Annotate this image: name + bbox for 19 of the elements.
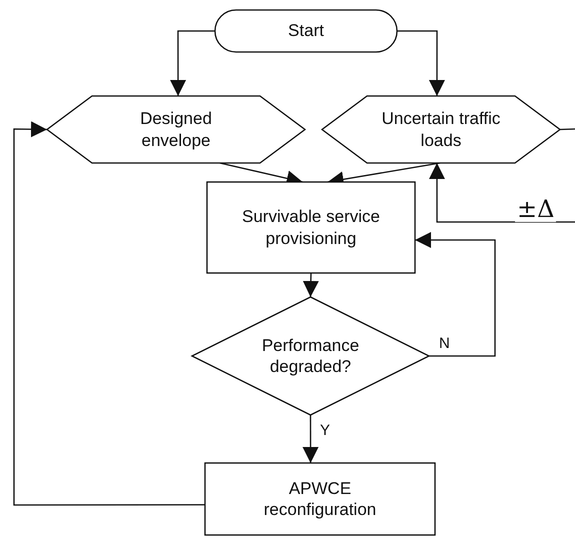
arrow	[13, 121, 205, 506]
arrow	[428, 163, 575, 223]
start-terminal	[215, 10, 397, 52]
arrow	[170, 30, 215, 96]
arrow	[302, 415, 319, 463]
process-box	[207, 182, 415, 273]
arrow	[397, 30, 445, 96]
node-label: Designed envelope	[139, 108, 213, 151]
data-hexagon	[322, 96, 560, 163]
node-label: Uncertain traffic loads	[381, 108, 501, 151]
arrow	[302, 272, 319, 298]
node-label: Performance degraded?	[260, 334, 360, 378]
arrow	[415, 232, 496, 357]
decision-diamond	[192, 297, 429, 415]
process-box	[205, 463, 435, 535]
node-label: Survivable service provisioning	[241, 206, 381, 249]
node-label: Start	[288, 20, 324, 42]
node-label: APWCE reconfiguration	[262, 478, 378, 520]
data-hexagon	[47, 96, 305, 163]
